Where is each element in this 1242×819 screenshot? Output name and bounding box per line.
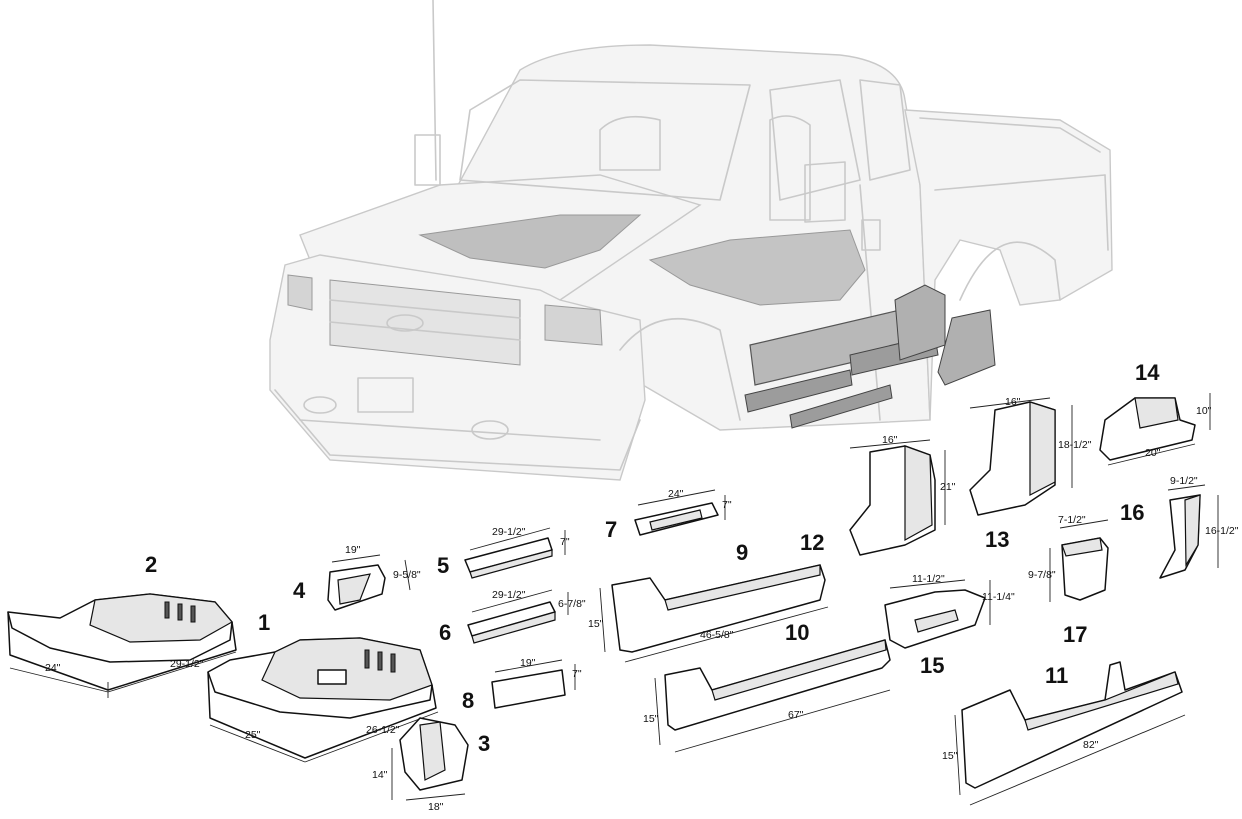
part-6-dim-length: 29-1/2" bbox=[492, 589, 526, 601]
part-16-dim-height: 16-1/2" bbox=[1205, 525, 1239, 537]
left-headlight bbox=[287, 274, 313, 311]
part-2-dim-width: 24" bbox=[45, 662, 61, 674]
part-11[interactable]: 15" 82" 11 bbox=[942, 661, 1186, 806]
part-15-label: 15 bbox=[920, 653, 944, 678]
part-5-label: 5 bbox=[437, 553, 449, 578]
part-12[interactable]: 16" 21" 12 bbox=[800, 434, 956, 556]
part-12-dim-height: 21" bbox=[940, 481, 956, 493]
windshield bbox=[459, 79, 751, 201]
part-14-dim-height: 10" bbox=[1196, 405, 1212, 417]
part-12-label: 12 bbox=[800, 530, 824, 555]
part-9-dim-height: 15" bbox=[588, 618, 604, 630]
part-15-dim-width: 11-1/2" bbox=[912, 573, 945, 585]
part-9[interactable]: 15" 46-5/8" 9 bbox=[588, 540, 829, 663]
part-14-dim-width: 20" bbox=[1145, 447, 1161, 459]
part-1[interactable]: 25" 26-1/2" 1 bbox=[207, 610, 439, 763]
part-10-dim-length: 67" bbox=[788, 709, 804, 721]
part-17[interactable]: 7-1/2" 9-7/8" 17 bbox=[1028, 514, 1109, 647]
part-2-dim-length: 29-1/2" bbox=[170, 658, 204, 670]
part-8-dim-height: 7" bbox=[572, 668, 582, 680]
part-3[interactable]: 14" 18" 3 bbox=[372, 717, 490, 813]
truck-illustration bbox=[269, 0, 1113, 481]
part-13-label: 13 bbox=[985, 527, 1009, 552]
part-9-label: 9 bbox=[736, 540, 748, 565]
license-plate bbox=[357, 377, 414, 413]
truck-bed bbox=[904, 109, 1113, 421]
part-13-dim-height: 18-1/2" bbox=[1058, 439, 1092, 451]
part-14-label: 14 bbox=[1135, 360, 1160, 385]
part-16-label: 16 bbox=[1120, 500, 1144, 525]
part-11-label: 11 bbox=[1045, 663, 1068, 688]
installed-floor-pan-front bbox=[418, 214, 642, 269]
part-7-dim-length: 24" bbox=[668, 488, 684, 500]
part-4-dim-height: 9-5/8" bbox=[393, 569, 421, 581]
antenna bbox=[432, 0, 437, 181]
part-8[interactable]: 19" 7" 8 bbox=[462, 657, 582, 713]
part-6-dim-height: 6-7/8" bbox=[558, 598, 586, 610]
front-wheel-arch bbox=[619, 318, 741, 421]
part-2[interactable]: 24" 29-1/2" 2 bbox=[7, 552, 237, 698]
part-4-label: 4 bbox=[293, 578, 306, 603]
part-7[interactable]: 24" 7" 7 bbox=[605, 488, 732, 542]
part-10[interactable]: 15" 67" 10 bbox=[643, 620, 891, 753]
ford-emblem bbox=[386, 314, 424, 332]
part-6-label: 6 bbox=[439, 620, 451, 645]
part-6[interactable]: 29-1/2" 6-7/8" 6 bbox=[439, 589, 586, 645]
part-13[interactable]: 16" 18-1/2" 13 bbox=[969, 396, 1092, 552]
part-10-dim-height: 15" bbox=[643, 713, 659, 725]
part-5-dim-height: 7" bbox=[560, 536, 570, 548]
part-17-label: 17 bbox=[1063, 622, 1087, 647]
part-17-dim-width: 7-1/2" bbox=[1058, 514, 1086, 526]
part-8-dim-length: 19" bbox=[520, 657, 536, 669]
part-9-dim-length: 46-5/8" bbox=[700, 629, 734, 641]
part-1-label: 1 bbox=[258, 610, 270, 635]
part-16-dim-width: 9-1/2" bbox=[1170, 475, 1198, 487]
part-4-dim-width: 19" bbox=[345, 544, 361, 556]
part-3-dim-width: 18" bbox=[428, 801, 444, 813]
part-3-dim-height: 14" bbox=[372, 769, 388, 781]
part-15-dim-height: 11-1/4" bbox=[982, 591, 1015, 603]
part-15[interactable]: 11-1/2" 11-1/4" 15 bbox=[884, 573, 1015, 678]
right-headlight bbox=[544, 304, 603, 346]
part-13-dim-width: 16" bbox=[1005, 396, 1021, 408]
part-8-label: 8 bbox=[462, 688, 474, 713]
part-5[interactable]: 29-1/2" 7" 5 bbox=[437, 526, 570, 579]
part-10-label: 10 bbox=[785, 620, 809, 645]
part-1-dim-length: 26-1/2" bbox=[366, 724, 400, 736]
part-3-label: 3 bbox=[478, 731, 490, 756]
part-17-dim-height: 9-7/8" bbox=[1028, 569, 1056, 581]
part-14[interactable]: 20" 10" 14 bbox=[1099, 360, 1212, 466]
part-5-dim-length: 29-1/2" bbox=[492, 526, 526, 538]
side-mirror bbox=[414, 134, 441, 186]
part-16[interactable]: 9-1/2" 16-1/2" 16 bbox=[1120, 475, 1239, 579]
part-12-dim-width: 16" bbox=[882, 434, 898, 446]
part-11-dim-length: 82" bbox=[1083, 739, 1099, 751]
part-4[interactable]: 19" 9-5/8" 4 bbox=[293, 544, 421, 611]
part-7-label: 7 bbox=[605, 517, 617, 542]
installed-floor-pan-rear bbox=[648, 229, 866, 306]
part-1-dim-width: 25" bbox=[245, 729, 261, 741]
rear-wheel-arch bbox=[959, 241, 1061, 301]
grille bbox=[329, 279, 521, 366]
part-2-label: 2 bbox=[145, 552, 157, 577]
part-11-dim-height: 15" bbox=[942, 750, 958, 762]
part-7-dim-height: 7" bbox=[722, 499, 732, 511]
